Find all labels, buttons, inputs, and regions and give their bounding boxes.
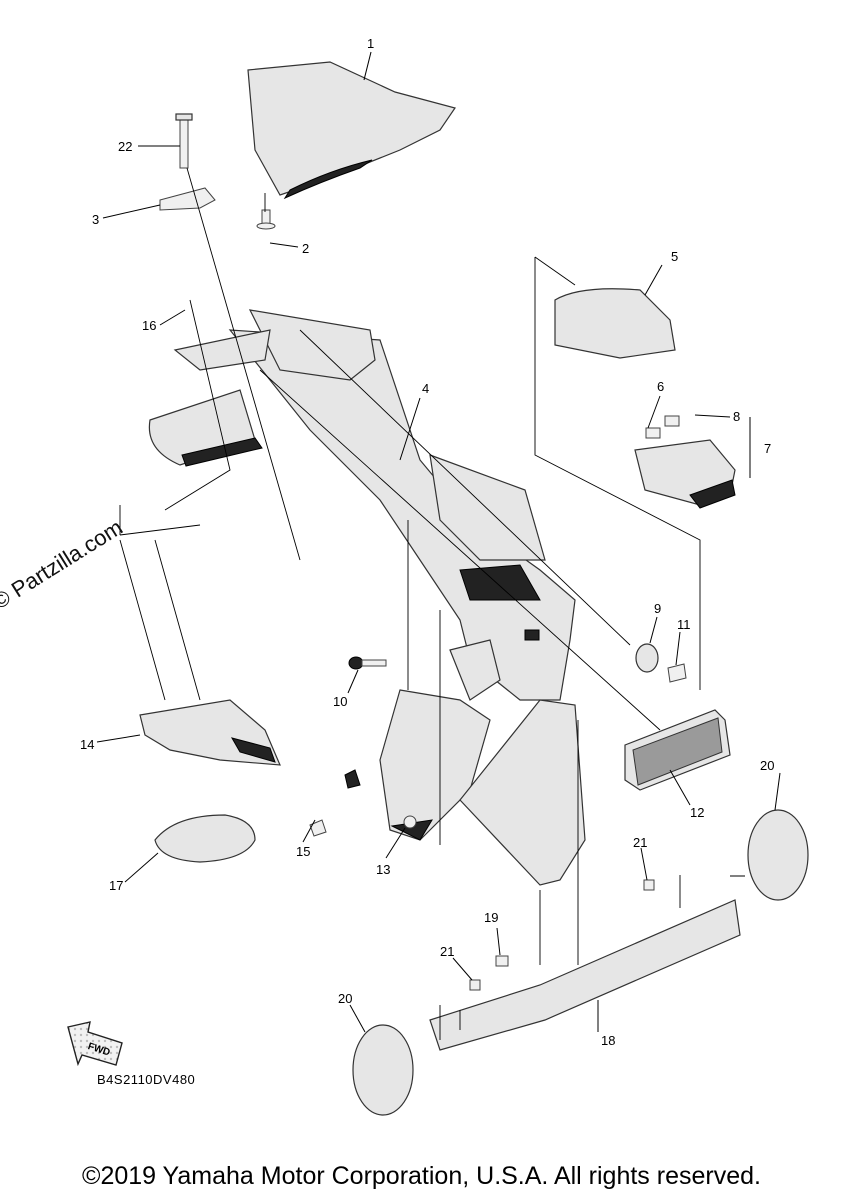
callout-6: 6 bbox=[657, 379, 664, 394]
part-1-cowling bbox=[247, 61, 456, 200]
part-21-nut-upper bbox=[643, 879, 655, 891]
part-18-bar bbox=[429, 899, 741, 1051]
part-5-meter-cover bbox=[554, 288, 676, 359]
callout-9: 9 bbox=[654, 601, 661, 616]
part-19-nut bbox=[495, 955, 509, 967]
callout-14: 14 bbox=[80, 737, 94, 752]
callout-1: 1 bbox=[367, 36, 374, 51]
callout-7: 7 bbox=[764, 441, 771, 456]
callout-20-lower: 20 bbox=[338, 991, 352, 1006]
leader-lines bbox=[96, 51, 781, 1033]
callout-22: 22 bbox=[118, 139, 132, 154]
callout-17: 17 bbox=[109, 878, 123, 893]
part-17-lens bbox=[154, 814, 256, 863]
drawing-code: B4S2110DV480 bbox=[97, 1072, 196, 1087]
part-14-bracket bbox=[139, 699, 281, 766]
part-13-washer bbox=[403, 815, 417, 829]
part-15-fastener bbox=[309, 769, 361, 837]
part-20-lens-upper bbox=[747, 809, 809, 901]
part-20-lens-lower bbox=[352, 1024, 414, 1116]
callout-16: 16 bbox=[142, 318, 156, 333]
callout-8: 8 bbox=[733, 409, 740, 424]
callout-21-lower: 21 bbox=[440, 944, 454, 959]
callout-15: 15 bbox=[296, 844, 310, 859]
part-2-screw bbox=[256, 209, 276, 230]
assembly-lines bbox=[119, 167, 745, 1040]
part-4-stay bbox=[228, 329, 576, 701]
callout-18: 18 bbox=[601, 1033, 615, 1048]
callout-20-upper: 20 bbox=[760, 758, 774, 773]
part-3-bracket bbox=[159, 187, 216, 211]
fwd-arrow-icon: FWD bbox=[67, 1021, 123, 1067]
part-10-bolt bbox=[348, 656, 387, 670]
part-11-nut bbox=[667, 663, 687, 683]
part-7-meter-assembly bbox=[634, 415, 736, 509]
part-12-reflector bbox=[624, 709, 731, 791]
callout-12: 12 bbox=[690, 805, 704, 820]
callout-3: 3 bbox=[92, 212, 99, 227]
callout-2: 2 bbox=[302, 241, 309, 256]
part-22-bolt bbox=[175, 113, 193, 169]
part-21-nut-lower bbox=[469, 979, 481, 991]
copyright-notice: ©2019 Yamaha Motor Corporation, U.S.A. A… bbox=[82, 1162, 761, 1190]
callout-4: 4 bbox=[422, 381, 429, 396]
part-16-duct bbox=[148, 309, 376, 467]
housing bbox=[379, 689, 586, 886]
callout-5: 5 bbox=[671, 249, 678, 264]
callout-13: 13 bbox=[376, 862, 390, 877]
callout-labels: 1 2 3 4 5 6 7 8 9 10 11 12 13 14 15 16 1… bbox=[80, 36, 774, 1048]
callout-21-upper: 21 bbox=[633, 835, 647, 850]
callout-10: 10 bbox=[333, 694, 347, 709]
callout-19: 19 bbox=[484, 910, 498, 925]
callout-11: 11 bbox=[677, 617, 691, 632]
part-9-grommet bbox=[635, 643, 659, 673]
